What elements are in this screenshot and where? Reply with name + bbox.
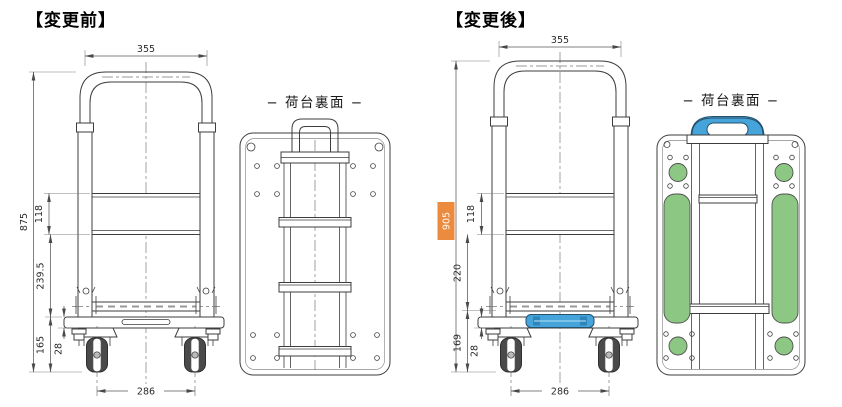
after-rear-view: − 荷台裏面 − [656,93,806,376]
deck-grip-blue [525,314,595,328]
handle-tube-inner [89,81,203,132]
after-dimensions: 355 905 118 220 169 28 286 [437,35,622,398]
post-sleeve [490,116,508,127]
frame-crossbars [685,194,770,314]
frame-crossbars [278,217,352,357]
mounting-holes [663,141,799,361]
wheel-hub [507,351,515,359]
dim-wheelbase: 286 [551,387,569,398]
caster-right [174,326,221,396]
folded-handle [280,118,350,164]
dim-deck: 28 [470,345,481,357]
handle-base-bar [686,134,769,144]
post-sleeve [612,116,630,127]
handle-tube-outer [493,60,627,126]
rear-view-label: − 荷台裏面 − [266,95,363,111]
wheel-hub [93,351,101,359]
dim-lower: 169 [453,334,464,352]
mounting-holes [246,142,384,361]
clamp-bracket [489,286,511,314]
caster-right [588,326,635,396]
before-dimensions: 355 875 118 239.5 165 28 286 [19,44,208,398]
dim-lower: 165 [36,336,47,354]
deck-plate [63,316,225,329]
back-board [91,193,201,235]
dim-width: 355 [137,44,155,55]
dim-deck: 28 [54,343,65,355]
handle-tube-outer [79,71,213,132]
dim-mid: 220 [453,264,464,282]
axle-assembly [486,286,634,314]
deck-grip-slot [121,319,171,325]
rear-view-label: − 荷台裏面 − [682,93,779,109]
after-title: 【変更後】 [446,11,536,31]
dim-board: 118 [34,205,45,223]
axle-assembly [72,286,220,314]
caster-left [485,326,532,396]
clamp-bracket [609,286,631,314]
dim-height: 905 [442,212,453,230]
clamp-bracket [195,286,217,314]
rubber-pads-green [663,163,799,356]
dim-wheelbase: 286 [137,387,155,398]
dim-mid: 239.5 [36,262,47,289]
after-side-view [477,52,639,396]
dim-board: 118 [466,205,477,223]
before-side-view [63,62,225,396]
caster-left [71,326,118,396]
handle-tube-inner [503,70,617,126]
wheel-hub [605,351,613,359]
wheel-hub [191,351,199,359]
grip-hole [706,122,749,137]
frame-rails [283,163,347,368]
back-board [505,193,615,235]
before-rear-view: − 荷台裏面 − [239,95,391,376]
grip-handle-blue-top [686,117,769,144]
dim-height: 875 [19,213,30,231]
dim-height-highlight [437,202,455,240]
post-sleeve [198,122,216,133]
post-sleeve [76,122,94,133]
clamp-bracket [75,286,97,314]
dim-width: 355 [551,35,569,46]
before-title: 【変更前】 [26,11,116,31]
